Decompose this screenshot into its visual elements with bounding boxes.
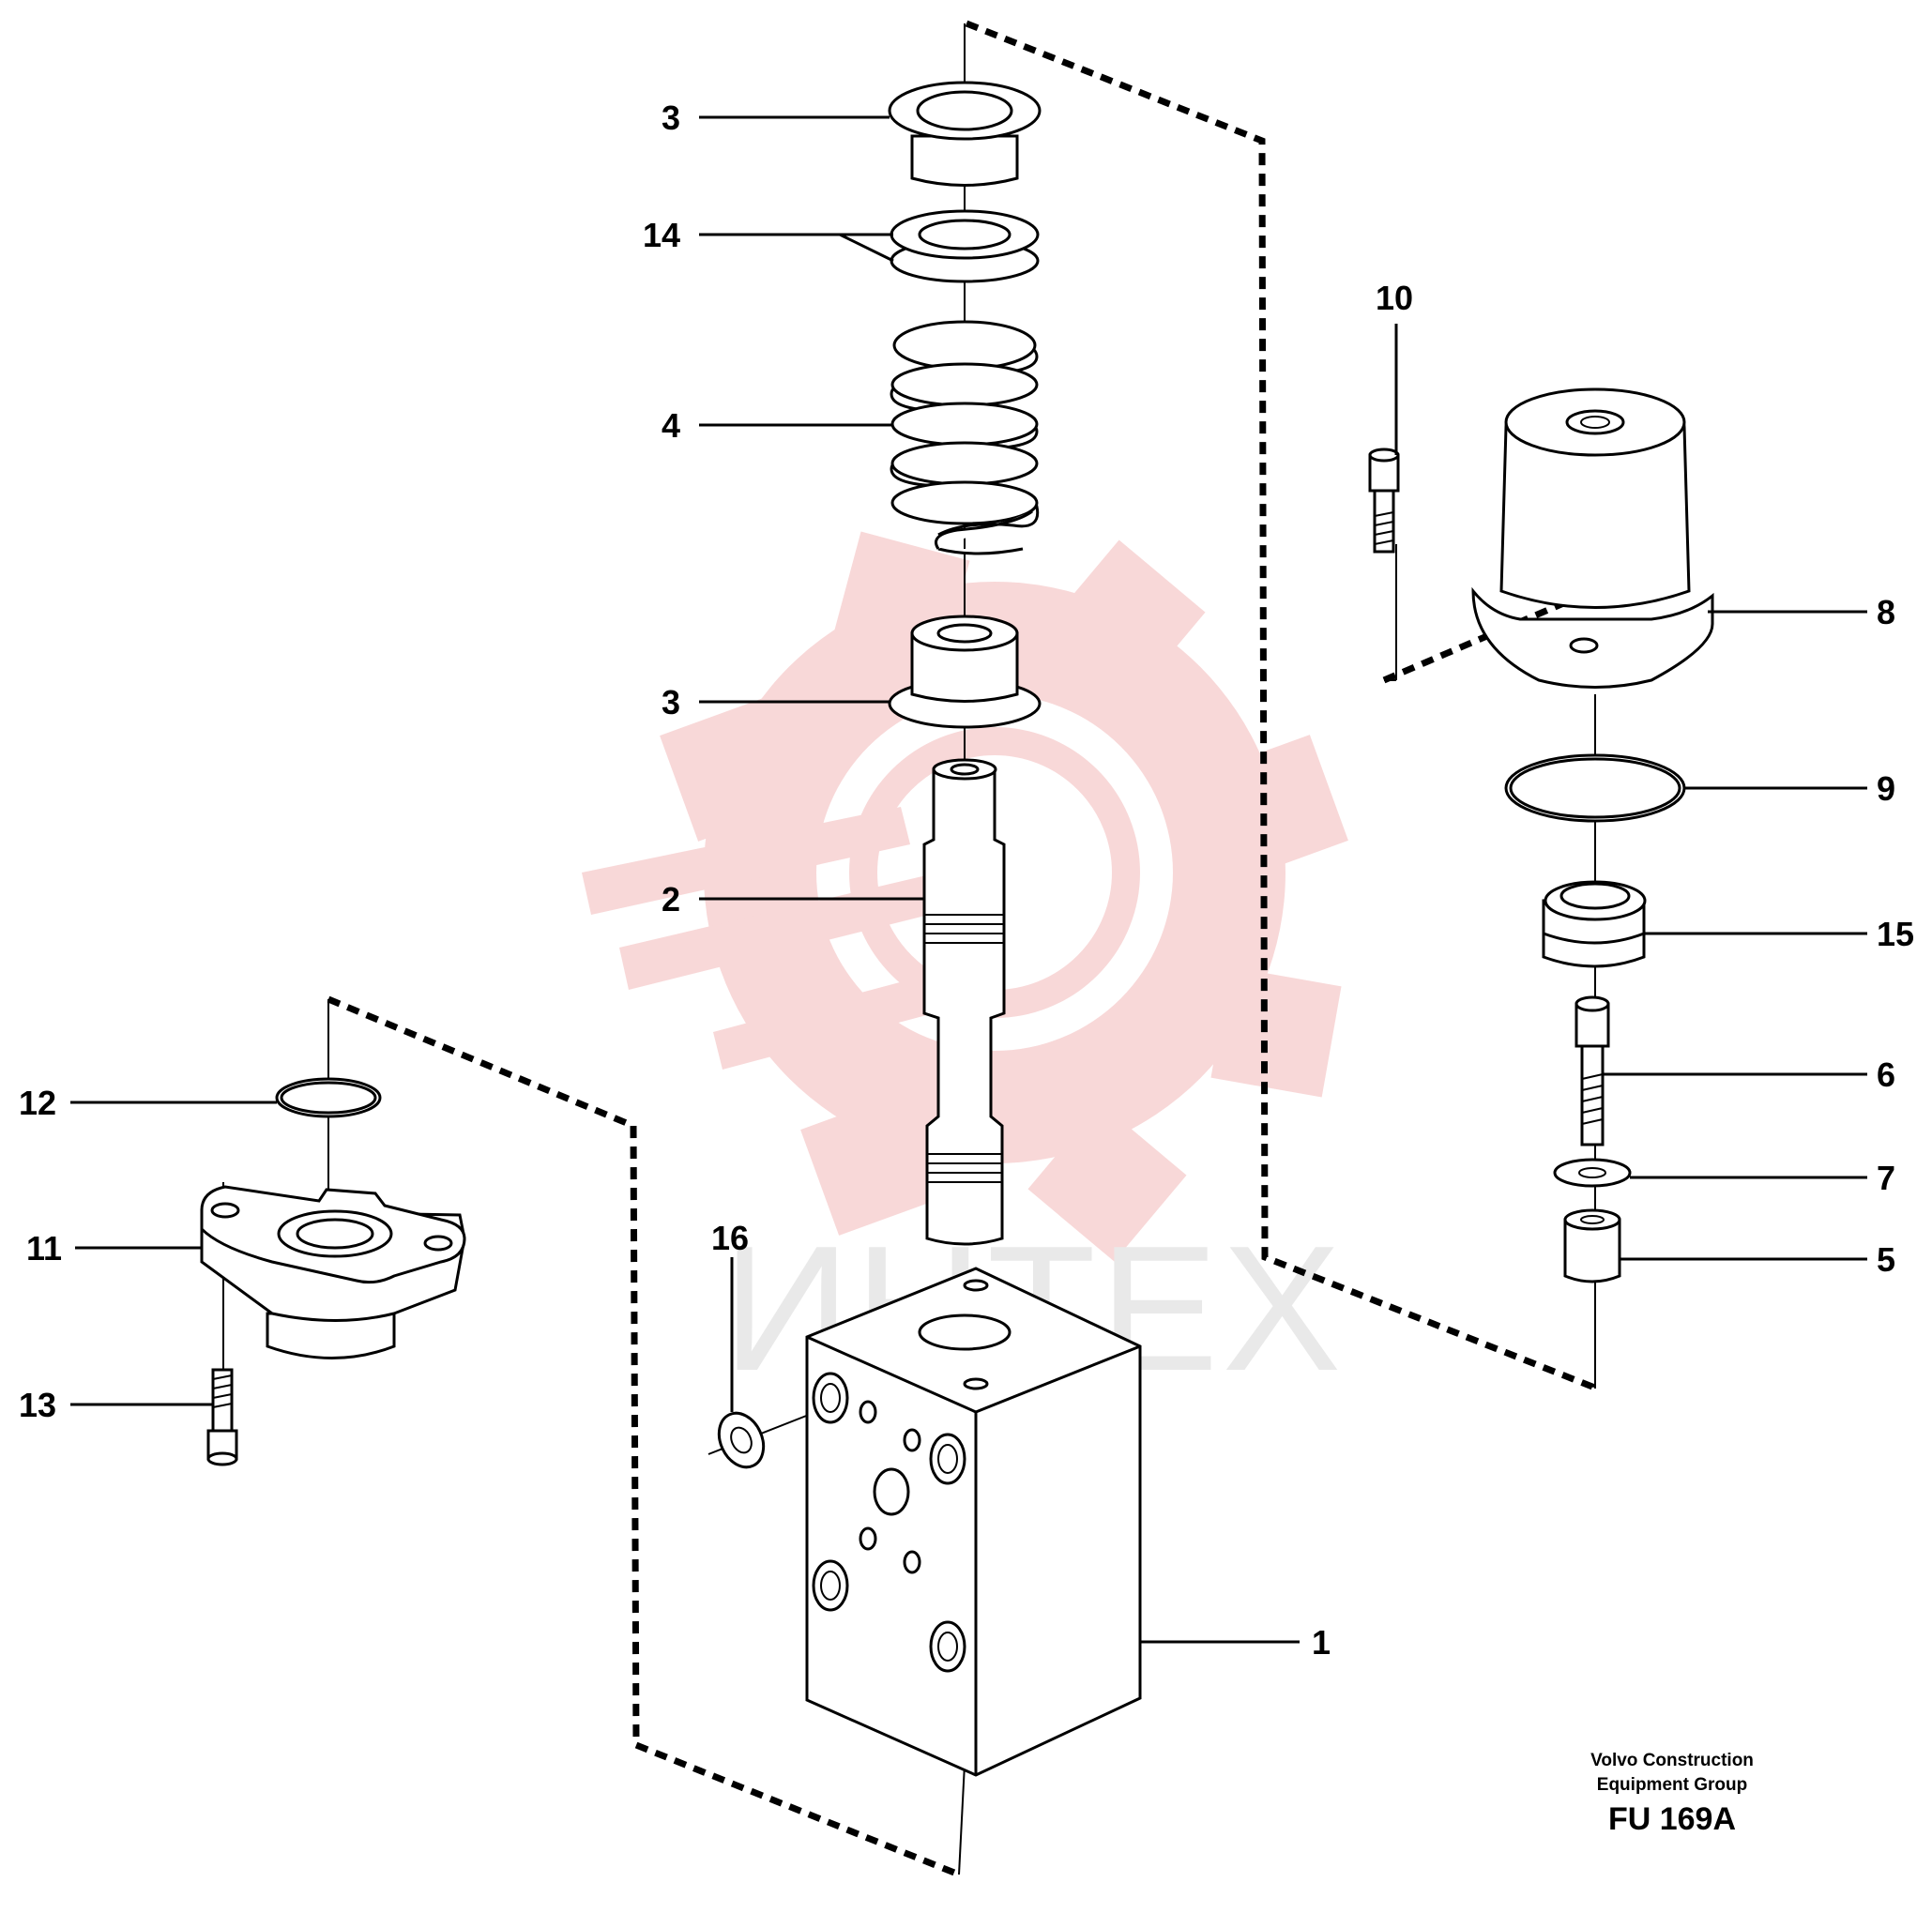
body-ports bbox=[812, 1372, 966, 1673]
callout-12: 12 bbox=[19, 1084, 56, 1122]
callout-1: 1 bbox=[1312, 1623, 1331, 1662]
part-6-screw bbox=[1575, 995, 1610, 1146]
part-10-bolt bbox=[1368, 448, 1400, 554]
callout-13: 13 bbox=[19, 1386, 56, 1424]
callout-7: 7 bbox=[1877, 1159, 1895, 1197]
part-3-top-bushing bbox=[888, 81, 1042, 187]
leader-lines bbox=[70, 115, 1867, 1644]
screw-6-thread bbox=[1581, 1073, 1604, 1125]
part-11-flange-cover bbox=[200, 1185, 466, 1359]
spool-grooves bbox=[924, 914, 1004, 1183]
part-12-o-ring bbox=[275, 1077, 382, 1118]
part-16-washer bbox=[717, 1411, 766, 1469]
part-13-bolt bbox=[206, 1368, 238, 1466]
callout-9: 9 bbox=[1877, 769, 1895, 808]
callout-16: 16 bbox=[711, 1219, 749, 1257]
callout-3-mid: 3 bbox=[662, 683, 680, 721]
bolt-13-thread bbox=[212, 1374, 233, 1408]
caption-line-2: Equipment Group bbox=[1597, 1775, 1747, 1795]
dashed-boundary-lower bbox=[327, 995, 961, 1878]
part-3-mid-bushing bbox=[888, 615, 1042, 729]
part-8-cap bbox=[1471, 387, 1714, 689]
figure-code: FU 169A bbox=[1608, 1801, 1736, 1837]
caption-line-1: Volvo Construction bbox=[1590, 1751, 1754, 1770]
part-1-valve-body bbox=[805, 1267, 1142, 1777]
callout-15: 15 bbox=[1877, 915, 1914, 953]
callout-labels: 3 14 4 3 2 10 8 9 15 6 7 5 12 11 13 16 1 bbox=[19, 99, 1914, 1662]
dashed-boundary-right bbox=[1382, 592, 1583, 684]
part-4-spring bbox=[890, 320, 1040, 555]
caption-block: Volvo Construction Equipment Group FU 16… bbox=[1590, 1751, 1754, 1837]
callout-5: 5 bbox=[1877, 1240, 1895, 1279]
dashed-boundary-upper bbox=[965, 20, 1596, 1390]
callout-8: 8 bbox=[1877, 593, 1895, 631]
part-14-washers bbox=[890, 209, 1040, 283]
callout-4: 4 bbox=[662, 406, 680, 445]
callout-10: 10 bbox=[1376, 279, 1413, 317]
callout-14: 14 bbox=[643, 216, 680, 254]
part-2-spool bbox=[922, 758, 1006, 1246]
part-5-sleeve bbox=[1563, 1208, 1621, 1283]
callout-11: 11 bbox=[26, 1229, 62, 1268]
callout-6: 6 bbox=[1877, 1055, 1895, 1094]
part-7-washer bbox=[1553, 1158, 1632, 1188]
part-9-o-ring bbox=[1504, 753, 1686, 823]
callout-3-top: 3 bbox=[662, 99, 680, 137]
part-15-nut bbox=[1542, 880, 1647, 968]
callout-2: 2 bbox=[662, 880, 680, 919]
bolt-10-thread bbox=[1374, 511, 1394, 545]
center-axis-bottom bbox=[958, 1763, 966, 1875]
